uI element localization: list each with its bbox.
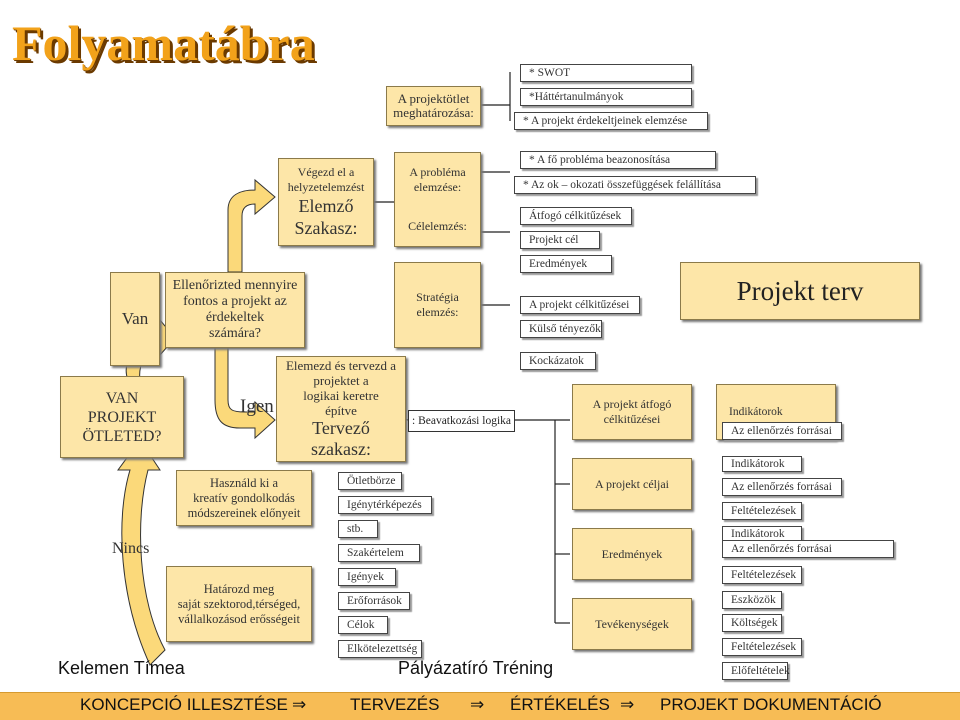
analysis-item-3: Projekt cél	[520, 231, 600, 249]
strategy-box: Stratégia elemzés:	[394, 262, 481, 348]
projekt-terv-label: Projekt terv	[736, 275, 864, 306]
van-projekt-line2: PROJEKT	[87, 408, 157, 426]
ellenorizted-line4: számára?	[208, 326, 262, 341]
hatarozd-box: Határozd meg saját szektorod,térséged, v…	[166, 566, 312, 642]
igen-label: Igen	[240, 396, 274, 417]
indicator-7: Feltételezések	[722, 566, 802, 584]
nincs-label: Nincs	[112, 540, 150, 557]
footer-step-2: TERVEZÉS	[350, 695, 440, 714]
hatarozd-line3: vállalkozásod erősségeit	[178, 611, 300, 626]
creative-item-1: Igénytérképezés	[338, 496, 432, 514]
van-projekt-line3: ÖTLETED?	[82, 427, 162, 445]
goal-label: Célelemzés:	[408, 219, 467, 233]
analysis-item-4: Eredmények	[520, 255, 612, 273]
hatarozd-line1: Határozd meg	[203, 581, 275, 596]
page-title: Folyamatábra	[12, 15, 315, 71]
logframe-tevekenysegek-label: Tevékenységek	[595, 616, 669, 631]
logframe-atfogo: A projekt átfogó célkitűzései	[572, 384, 692, 440]
analysis-item-2: Átfogó célkitűzések	[520, 207, 632, 225]
footer-arrow-1: ⇒	[292, 695, 307, 714]
indicator-2: Indikátorok	[722, 456, 802, 472]
organization-name: Pályázatíró Tréning	[398, 658, 554, 678]
creative-item-4: Igények	[338, 568, 396, 586]
srv-item-0: * SWOT	[520, 64, 692, 82]
footer-arrow-2: ⇒	[470, 695, 485, 714]
elemezd-line5: Tervező	[312, 418, 370, 438]
hasznald-line3: módszereinek előnyeit	[187, 505, 301, 520]
creative-item-2: stb.	[338, 520, 378, 538]
analysis-item-6: Külső tényezők	[520, 320, 602, 338]
logframe-celjai: A projekt céljai	[572, 458, 692, 510]
elemezd-line6: szakasz:	[311, 439, 371, 459]
projekt-terv-box: Projekt terv	[680, 262, 920, 320]
analysis-item-1: * Az ok – okozati összefüggések felállít…	[514, 176, 756, 194]
elemezd-line4: építve	[325, 403, 357, 418]
hasznald-box: Használd ki a kreatív gondolkodás módsze…	[176, 470, 312, 526]
strategy-label: Stratégia elemzés:	[416, 290, 459, 319]
creative-item-3: Szakértelem	[338, 544, 420, 562]
indicator-11: Előfeltételek	[722, 662, 790, 680]
footer-arrow-3: ⇒	[620, 695, 635, 714]
hasznald-line2: kreatív gondolkodás	[193, 490, 295, 505]
van-label: Van	[121, 309, 149, 328]
van-box: Van	[110, 272, 160, 366]
ellenorizted-box: Ellenőrizted mennyire fontos a projekt a…	[165, 272, 305, 348]
logframe-atfogo-label: A projekt átfogó célkitűzései	[592, 397, 672, 426]
vegezd-line2: helyzetelemzést	[287, 180, 365, 194]
indicator-4: Feltételezések	[722, 502, 802, 520]
indicator-6: Az ellenőrzés forrásai	[722, 540, 894, 558]
footer-bar	[0, 692, 960, 720]
stage-projektotlet-label: A projektötlet meghatározása:	[393, 91, 474, 120]
srv-item-2: * A projekt érdekeltjeinek elemzése	[514, 112, 708, 130]
srv-item-1: *Háttértanulmányok	[520, 88, 692, 106]
hasznald-line1: Használd ki a	[209, 475, 279, 490]
creative-item-5: Erőforrások	[338, 592, 410, 610]
creative-item-6: Célok	[338, 616, 388, 634]
indicator-10: Feltételezések	[722, 638, 802, 656]
van-projekt-box: VAN PROJEKT ÖTLETED?	[60, 376, 184, 458]
elemezd-box: Elemezd és tervezd a projektet a logikai…	[276, 356, 406, 462]
indicator-5: Indikátorok	[722, 526, 802, 542]
problem-goal-box: A probléma elemzése: Célelemzés:	[394, 152, 481, 247]
indicator-1: Az ellenőrzés forrásai	[722, 422, 842, 440]
vegezd-line3: Elemző	[298, 196, 354, 216]
beavatkozasi-box: : Beavatkozási logika	[408, 410, 515, 432]
logframe-eredmenyek: Eredmények	[572, 528, 692, 580]
vegezd-line1: Végezd el a	[297, 165, 355, 179]
indicator-9: Költségek	[722, 614, 782, 632]
vegezd-line4: Szakasz:	[294, 218, 358, 238]
creative-item-0: Ötletbörze	[338, 472, 402, 490]
indicator-3: Az ellenőrzés forrásai	[722, 478, 842, 496]
stage-projektotlet: A projektötlet meghatározása:	[386, 86, 481, 126]
logframe-eredmenyek-label: Eredmények	[601, 546, 663, 561]
beavatkozasi-label: : Beavatkozási logika	[412, 415, 511, 427]
footer-step-3: ÉRTÉKELÉS	[510, 695, 610, 714]
footer-step-1: KONCEPCIÓ ILLESZTÉSE	[80, 695, 288, 714]
ellenorizted-line2: fontos a projekt az	[183, 294, 287, 309]
vegezd-box: Végezd el a helyzetelemzést Elemző Szaka…	[278, 158, 374, 246]
analysis-item-7: Kockázatok	[520, 352, 596, 370]
indicator-8: Eszközök	[722, 591, 782, 609]
creative-item-7: Elkötelezettség	[338, 640, 422, 658]
elemezd-line2: projektet a	[313, 373, 369, 388]
elemezd-line1: Elemezd és tervezd a	[285, 358, 397, 373]
author-name: Kelemen Tímea	[58, 658, 185, 678]
van-projekt-line1: VAN	[105, 389, 139, 407]
arrow-up-elemzo	[227, 178, 276, 273]
elemezd-line3: logikai keretre	[303, 388, 379, 403]
ellenorizted-line3: érdekeltek	[205, 310, 265, 325]
indicator-0: Indikátorok	[729, 406, 783, 418]
problem-label: A probléma elemzése:	[409, 165, 466, 194]
logframe-celjai-label: A projekt céljai	[595, 476, 669, 491]
logframe-tevekenysegek: Tevékenységek	[572, 598, 692, 650]
hatarozd-line2: saját szektorod,térséged,	[177, 596, 301, 611]
arrow-igen	[214, 344, 276, 440]
analysis-item-5: A projekt célkitűzései	[520, 296, 640, 314]
ellenorizted-line1: Ellenőrizted mennyire	[172, 278, 298, 293]
footer-step-4: PROJEKT DOKUMENTÁCIÓ	[660, 695, 882, 714]
analysis-item-0: * A fő probléma beazonosítása	[520, 151, 716, 169]
